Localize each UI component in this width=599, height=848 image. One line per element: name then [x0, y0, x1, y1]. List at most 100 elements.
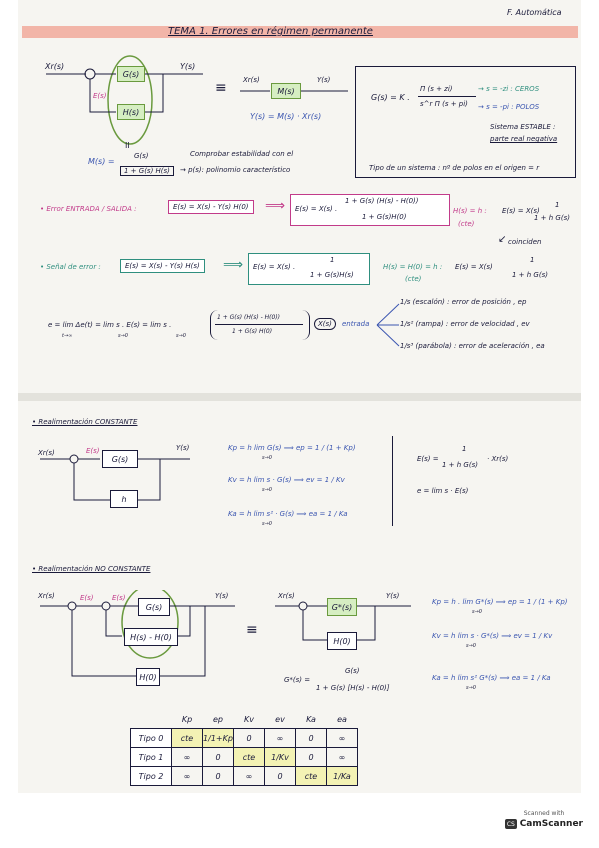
table-cell: cte: [295, 766, 327, 786]
const-es-rhs: · Xr(s): [487, 455, 509, 463]
noconst-g-block: G(s): [138, 598, 170, 616]
m-def-lhs: M(s) =: [88, 157, 115, 166]
table-row: Tipo 2 ∞ 0 ∞ 0 cte 1/Ka: [130, 766, 358, 786]
senal-def: E(s) = X(s) - Y(s) H(s): [120, 259, 205, 273]
entrada-label: entrada: [342, 320, 370, 328]
table-cell: ∞: [171, 747, 203, 767]
gbox-ceros: → s = -zi : CEROS: [478, 85, 540, 93]
transfer-function-box: [355, 66, 576, 178]
gstar-den: 1 + G(s) [H(s) - H(0)]: [316, 684, 390, 692]
implies-arrow-2: ⟹: [223, 257, 244, 273]
table-header: ea: [326, 710, 358, 729]
row-label: Tipo 0: [130, 728, 172, 748]
feedback-path: [144, 74, 164, 113]
camscanner-watermark: Scanned with CS CamScanner: [505, 810, 583, 838]
noconst-xr: Xr(s): [38, 592, 55, 600]
table-cell: 1/Kv: [264, 747, 296, 767]
senal-hres-lhs: E(s) = X(s): [455, 263, 493, 271]
senal-hres-den: 1 + h G(s): [512, 271, 548, 279]
h-block: H(s): [117, 104, 145, 120]
escalon-note: 1/s (escalón) : error de posición , ep: [400, 298, 527, 306]
table-header: Ka: [295, 710, 327, 729]
table-cell: ∞: [233, 766, 265, 786]
table-cell: 0: [202, 747, 234, 767]
table-cell: 0: [295, 747, 327, 767]
noconst-h0-block: H(0): [136, 668, 160, 686]
noconst-kp: Kp = h . lim G*(s) ⟹ ep = 1 / (1 + Kp): [432, 598, 568, 606]
open-loop-arrows: [240, 90, 348, 92]
const-g-block: G(s): [102, 450, 138, 468]
error-es-result-box: [290, 194, 450, 226]
table-cell: cte: [233, 747, 265, 767]
implies-arrow-1: ⟹: [265, 198, 286, 214]
const-vertical-divider: [392, 436, 393, 526]
page-title: TEMA 1. Errores en régimen permanente: [168, 26, 373, 37]
const-e-lim: e = lim s · E(s): [417, 487, 469, 495]
table-cell: ∞: [171, 766, 203, 786]
noconst-xr2: Xr(s): [278, 592, 295, 600]
green-highlight-ellipse: [107, 55, 153, 145]
table-cell: ∞: [264, 728, 296, 748]
error-es-hres-den: 1 + h G(s): [534, 214, 570, 222]
noconst-kv-sub: s→0: [466, 643, 476, 649]
senal-label: • Señal de error :: [40, 263, 101, 271]
row-label: Tipo 1: [130, 747, 172, 767]
error-es-hcte: (cte): [458, 220, 475, 228]
error-es-hres-lhs: E(s) = X(s): [502, 207, 540, 215]
gbox-polos: → s = -pi : POLOS: [478, 103, 540, 111]
gstar-num: G(s): [345, 667, 360, 675]
noconst-gstar-block: G*(s): [327, 598, 357, 616]
limit-num: 1 + G(s) (H(s) - H(0)): [217, 314, 281, 321]
e-label: E(s): [93, 92, 107, 100]
y2-label: Y(s): [317, 76, 331, 84]
senal-hres-num: 1: [530, 256, 535, 264]
table-row: Tipo 0 cte 1/1+Kp 0 ∞ 0 ∞: [130, 728, 358, 748]
table-header: Kp: [171, 710, 203, 729]
noconst-hdiff-block: H(s) - H(0): [124, 628, 178, 646]
noconst-e2: E(s): [112, 594, 126, 602]
limit-expression: e = lim Δe(t) = lim s . E(s) = lim s .: [48, 321, 172, 329]
rampa-note: 1/s² (rampa) : error de velocidad , ev: [400, 320, 530, 328]
const-y: Y(s): [176, 444, 190, 452]
noconst-ka: Ka = h lim s² G*(s) ⟹ ea = 1 / Ka: [432, 674, 551, 682]
xr-label: Xr(s): [45, 62, 65, 71]
const-kv: Kv = h lim s · G(s) ⟹ ev = 1 / Kv: [228, 476, 345, 484]
table-cell: 1/Ka: [326, 766, 358, 786]
y-label: Y(s): [180, 62, 196, 71]
noconst-equiv: ≡: [246, 622, 258, 638]
sum-junction: [84, 68, 96, 80]
gstar-lhs: G*(s) =: [284, 676, 311, 684]
camscanner-logo-icon: CS: [505, 819, 517, 829]
limit-fraction-line: [215, 324, 303, 325]
table-cell: 0: [264, 766, 296, 786]
const-kp-sub: s→0: [262, 455, 272, 461]
gbox-fraction-line: [418, 96, 476, 97]
entrada-branch-arrows: [376, 303, 400, 347]
const-kp: Kp = h lim G(s) ⟹ ep = 1 / (1 + Kp): [228, 444, 356, 452]
limit-sub-t: t→∞: [62, 333, 73, 339]
table-header: ep: [202, 710, 234, 729]
m-numerator: G(s): [134, 152, 149, 160]
closed-loop-diagram: II: [46, 55, 203, 150]
const-xr: Xr(s): [38, 449, 55, 457]
g-block: G(s): [117, 66, 145, 82]
m-block: M(s): [271, 83, 301, 99]
limit-paren-box: [210, 310, 310, 340]
author-label: F. Automática: [507, 8, 562, 17]
noconst-e1: E(s): [80, 594, 94, 602]
noconst-reduced-diagram: [275, 601, 411, 641]
const-h-block: h: [110, 490, 138, 508]
feedback-return: [89, 79, 116, 113]
char-poly-note: → p(s): polinomio característico: [180, 166, 291, 174]
error-es-result-den: 1 + G(s)H(0): [362, 213, 407, 221]
table-header: ev: [264, 710, 296, 729]
table-cell: ∞: [326, 728, 358, 748]
const-e: E(s): [86, 447, 100, 455]
table-header: Kv: [233, 710, 265, 729]
table-cell: ∞: [326, 747, 358, 767]
error-type-table: Kp ep Kv ev Ka ea Tipo 0 cte 1/1+Kp 0 ∞ …: [130, 710, 358, 786]
table-header-row: Kp ep Kv ev Ka ea: [131, 710, 358, 729]
table-cell: 0: [202, 766, 234, 786]
limit-sub-s2: s→0: [176, 333, 186, 339]
table-cell: cte: [171, 728, 203, 748]
